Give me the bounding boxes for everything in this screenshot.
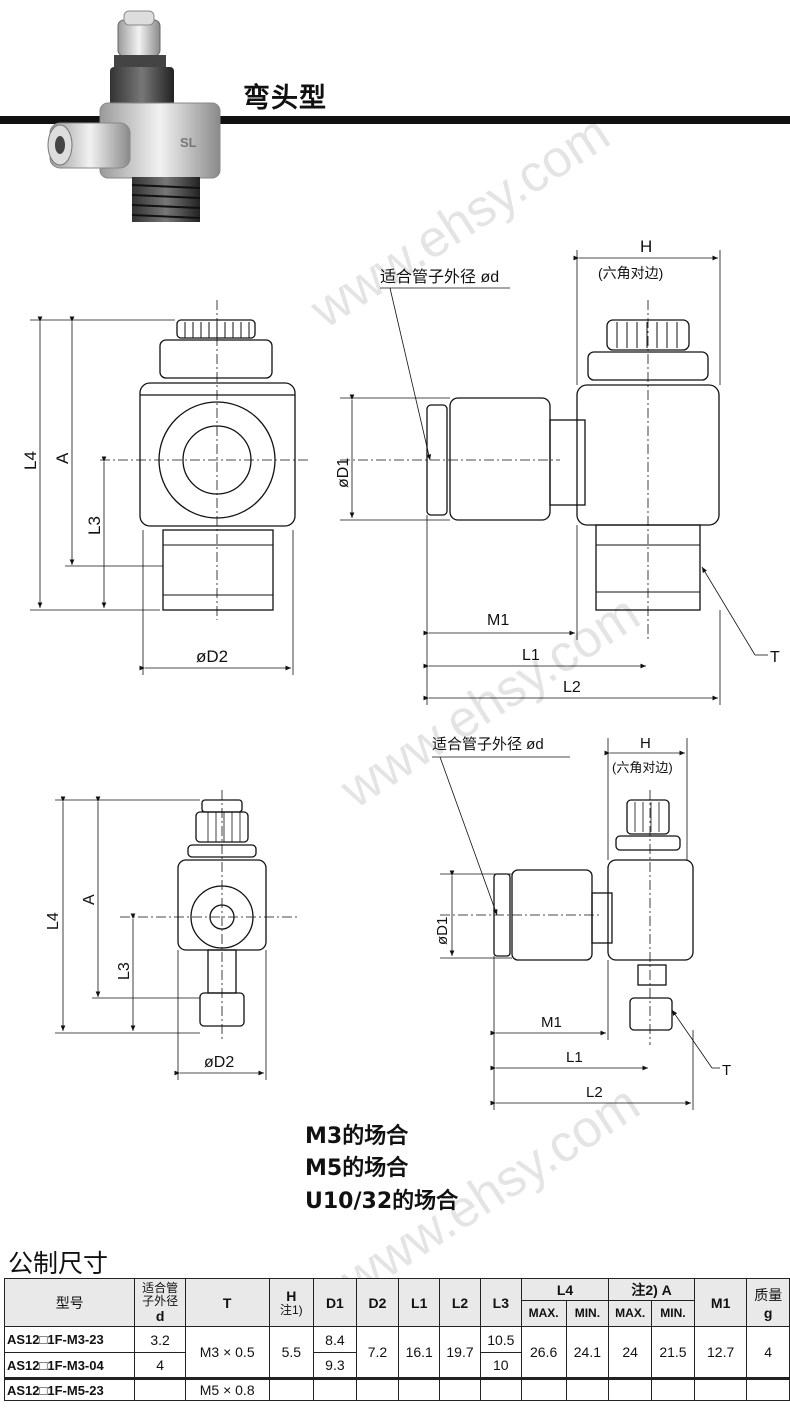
dim-A: A (53, 452, 72, 464)
note-u10-32: U10/32的场合 (305, 1189, 459, 1214)
col-M1: M1 (693, 1278, 748, 1327)
label-tube-od-small: 适合管子外径 ød (432, 736, 544, 753)
label-hex-across-flats: (六角对边) (598, 265, 663, 281)
col-model: 型号 (3, 1278, 136, 1327)
dim-H: H (640, 237, 652, 256)
dim-L3-small: L3 (116, 962, 133, 980)
dim-M1-small: M1 (541, 1014, 562, 1031)
dim-A-small: A (81, 894, 98, 905)
dim-D1: øD1 (335, 458, 352, 488)
front-view-small (55, 790, 300, 1080)
side-view-small (432, 738, 720, 1110)
page-title: 弯头型 (243, 83, 327, 114)
col-A-max: MAX. (608, 1300, 653, 1327)
dim-D2-small: øD2 (204, 1054, 234, 1071)
front-view-large (30, 300, 310, 675)
dim-L4: L4 (21, 451, 40, 470)
technical-drawing: L4 A L3 øD2 适合管子外 (21, 237, 780, 1110)
side-view-large (340, 250, 768, 705)
col-L4-min: MIN. (565, 1300, 610, 1327)
col-T: T (184, 1278, 270, 1327)
table-row: AS12□1F-M5-23 M5 × 0.8 (3, 1378, 790, 1401)
header-rule (0, 116, 790, 124)
dim-D1-small: øD1 (434, 917, 451, 945)
dim-T: T (770, 649, 780, 666)
dim-T-small: T (722, 1062, 731, 1079)
dim-M1: M1 (487, 612, 509, 629)
col-A: 注2) A (608, 1278, 695, 1301)
dim-L1-small: L1 (566, 1049, 583, 1066)
label-hex-small: (六角对边) (612, 760, 673, 775)
label-tube-od: 适合管子外径 ød (380, 268, 499, 286)
photo-logo: SL (180, 135, 197, 150)
col-L4-max: MAX. (520, 1300, 567, 1327)
dim-L3: L3 (85, 516, 104, 535)
col-L1: L1 (398, 1278, 441, 1327)
col-L2: L2 (439, 1278, 481, 1327)
col-D1: D1 (313, 1278, 357, 1327)
dim-D2: øD2 (196, 647, 228, 666)
col-A-min: MIN. (651, 1300, 695, 1327)
dim-L2: L2 (563, 679, 581, 696)
note-m3: M3的场合 (305, 1124, 409, 1149)
dim-L2-small: L2 (586, 1084, 603, 1101)
note-m5: M5的场合 (305, 1156, 409, 1181)
col-L4: L4 (520, 1278, 610, 1301)
col-D2: D2 (355, 1278, 400, 1327)
dim-H-small: H (640, 735, 651, 752)
table-row: AS12□1F-M3-04 4 9.3 10 (3, 1352, 790, 1379)
table-row: AS12□1F-M3-23 3.2 M3 × 0.5 5.5 8.4 7.2 1… (3, 1326, 790, 1379)
col-L3: L3 (479, 1278, 522, 1327)
dim-L1: L1 (522, 647, 540, 664)
table-title: 公制尺寸 (8, 1249, 109, 1278)
dim-L4-small: L4 (45, 912, 62, 930)
product-photo: SL (47, 10, 221, 222)
